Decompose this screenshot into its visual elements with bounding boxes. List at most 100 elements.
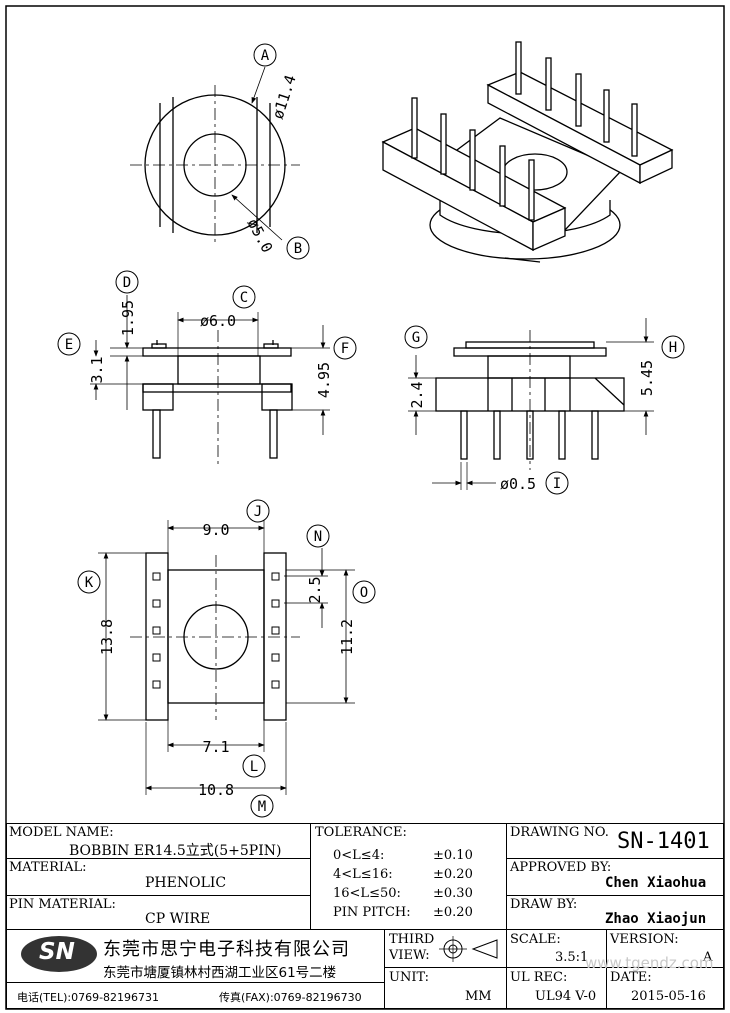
dim-N: 2.5 <box>306 576 324 603</box>
company-name: 东莞市思宁电子科技有限公司 <box>103 939 350 960</box>
label-C: C <box>240 290 248 306</box>
approved-by-label: APPROVED BY: <box>510 860 612 875</box>
tolerance-value: ±0.30 <box>433 886 473 901</box>
approved-by: Chen Xiaohua <box>605 875 707 891</box>
dim-G: 2.4 <box>408 381 426 408</box>
label-O: O <box>360 585 368 601</box>
unit-value: MM <box>465 989 492 1004</box>
tolerance-range: 4<L≤16: <box>333 867 393 882</box>
dim-D: 1.95 <box>119 300 137 336</box>
drawing-border <box>5 5 725 1010</box>
ul-rec-cell: UL REC: UL94 V-0 <box>507 968 607 1008</box>
label-F: F <box>341 341 349 357</box>
company-logo: SN <box>21 936 97 972</box>
scale-value: 3.5:1 <box>555 950 589 965</box>
unit-label: UNIT: <box>389 970 430 985</box>
draw-by: Zhao Xiaojun <box>605 911 707 927</box>
dim-E: 3.1 <box>88 356 106 383</box>
side-view <box>408 318 654 490</box>
pin-material-label: PIN MATERIAL: <box>9 897 116 912</box>
isometric-view <box>381 41 674 263</box>
tel: 电话(TEL):0769-82196731 <box>17 991 160 1004</box>
drawing-no-cell: DRAWING NO. SN-1401 <box>507 824 723 859</box>
label-H: H <box>669 340 677 356</box>
dim-O: 11.2 <box>338 619 356 655</box>
pin-material-value: CP WIRE <box>145 911 211 927</box>
model-name-cell: MODEL NAME: BOBBIN ER14.5立式(5+5PIN) <box>7 824 311 859</box>
date-cell: DATE: 2015-05-16 <box>607 968 723 1008</box>
material-value: PHENOLIC <box>145 875 227 891</box>
bottom-rail-left <box>145 552 169 721</box>
label-N: N <box>314 529 322 545</box>
drawing-no-label: DRAWING NO. <box>510 825 609 840</box>
third-view-cell: THIRD VIEW: <box>385 930 507 968</box>
callout-E: E 3.1 <box>57 332 106 384</box>
bottom-rail-right <box>263 552 287 721</box>
scale-cell: SCALE: 3.5:1 <box>507 930 607 968</box>
bottom-view <box>98 520 355 795</box>
label-K: K <box>85 575 94 591</box>
unit-cell: UNIT: MM <box>385 968 507 1008</box>
label-B: B <box>294 241 302 257</box>
dim-C: ø6.0 <box>200 312 236 330</box>
top-view <box>130 66 300 245</box>
model-name: BOBBIN ER14.5立式(5+5PIN) <box>69 843 282 859</box>
ul-rec-value: UL94 V-0 <box>535 989 597 1004</box>
callout-G: G 2.4 <box>404 325 428 409</box>
callout-A: A ø11.4 <box>253 43 300 122</box>
approved-by-cell: APPROVED BY: Chen Xiaohua <box>507 859 723 896</box>
callout-C: C ø6.0 <box>200 285 256 330</box>
callout-H: H 5.45 <box>638 335 685 396</box>
tolerance-value: ±0.20 <box>433 867 473 882</box>
label-E: E <box>65 337 73 353</box>
date-value: 2015-05-16 <box>631 989 706 1004</box>
draw-by-label: DRAW BY: <box>510 897 578 912</box>
watermark: www.tgendz.com <box>585 954 714 972</box>
version-value: A <box>703 950 713 965</box>
callout-D: D 1.95 <box>115 270 139 336</box>
tolerance-value: ±0.20 <box>433 905 473 920</box>
tolerance-label: TOLERANCE: <box>315 825 407 840</box>
company-address: 东莞市塘厦镇林村西湖工业区61号二楼 <box>103 965 337 981</box>
dim-A: ø11.4 <box>269 73 300 122</box>
third-view-label-2: VIEW: <box>389 948 430 963</box>
callout-B: B ø5.0 <box>243 215 310 260</box>
label-L: L <box>250 759 258 775</box>
label-M: M <box>258 799 266 815</box>
scale-label: SCALE: <box>510 932 561 947</box>
model-name-label: MODEL NAME: <box>9 825 114 840</box>
callout-N: N 2.5 <box>306 524 330 604</box>
front-view <box>90 295 330 465</box>
callout-I: I ø0.5 <box>500 471 569 495</box>
third-view-label: THIRD <box>389 932 435 947</box>
material-cell: MATERIAL: PHENOLIC <box>7 859 311 896</box>
third-angle-projection-icon <box>439 936 498 962</box>
tolerance-cell: TOLERANCE: 0<L≤4: ±0.10 4<L≤16: ±0.20 16… <box>311 824 507 930</box>
ul-rec-label: UL REC: <box>510 970 568 985</box>
label-D: D <box>123 275 131 291</box>
drawing-no: SN-1401 <box>617 829 710 854</box>
tolerance-range: PIN PITCH: <box>333 905 411 920</box>
divider <box>7 982 384 983</box>
label-G: G <box>412 330 420 346</box>
title-block: MODEL NAME: BOBBIN ER14.5立式(5+5PIN) MATE… <box>6 823 724 1009</box>
dim-I: ø0.5 <box>500 475 536 493</box>
version-cell: VERSION: A <box>607 930 723 968</box>
material-label: MATERIAL: <box>9 860 87 875</box>
callout-J: J 9.0 <box>202 499 270 539</box>
dim-B: ø5.0 <box>243 215 276 255</box>
fax: 传真(FAX):0769-82196730 <box>219 991 362 1004</box>
callout-F: F 4.95 <box>315 336 357 398</box>
date-label: DATE: <box>610 970 652 985</box>
callout-O: O 11.2 <box>338 580 376 655</box>
dim-J: 9.0 <box>202 521 229 539</box>
tolerance-range: 16<L≤50: <box>333 886 401 901</box>
logo-text: SN <box>39 939 75 965</box>
dim-M: 10.8 <box>198 781 234 799</box>
callout-L: L 7.1 <box>202 738 266 778</box>
dim-H: 5.45 <box>638 360 656 396</box>
company-cell: SN 东莞市思宁电子科技有限公司 东莞市塘厦镇林村西湖工业区61号二楼 电话(T… <box>7 930 385 1008</box>
label-J: J <box>254 504 262 520</box>
version-label: VERSION: <box>610 932 679 947</box>
